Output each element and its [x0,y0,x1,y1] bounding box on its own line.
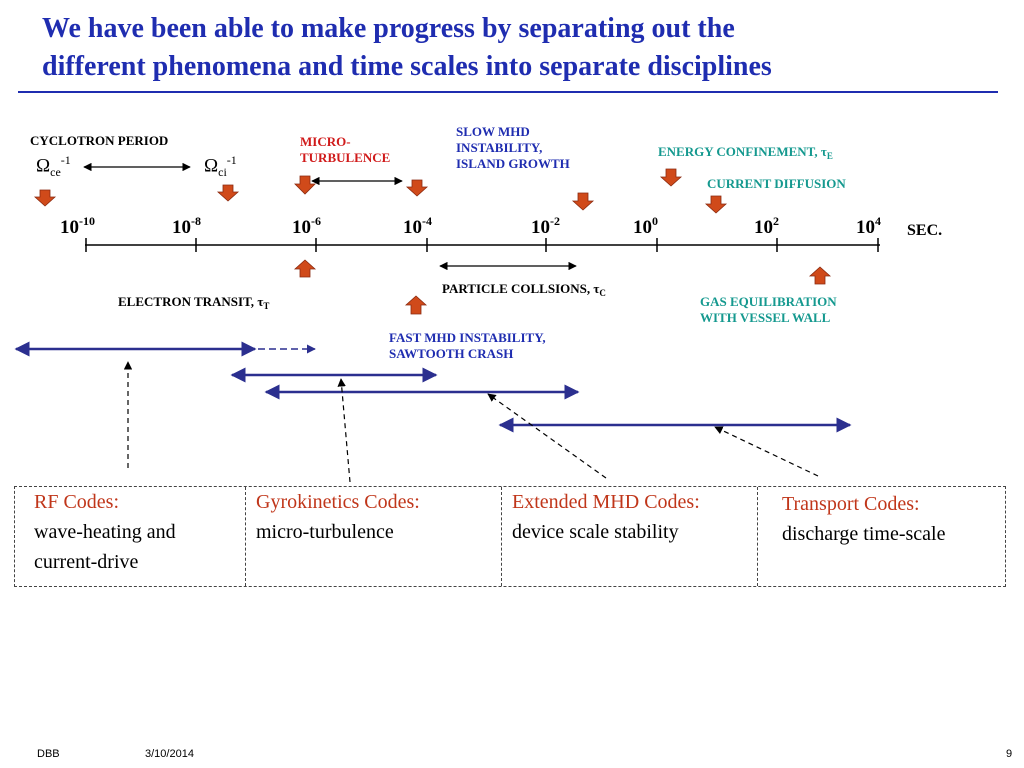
title-line-2: different phenomena and time scales into… [42,51,772,82]
label-omega-ce: Ωce-1 [36,153,71,180]
label-cyclotron-period: CYCLOTRON PERIOD [30,133,169,148]
tick-label-1e-10: 10-10 [60,214,95,238]
gyrokinetics-connector [337,378,351,483]
up-arrow-fast-mhd [404,295,428,315]
up-arrow-electron-transit [293,259,317,278]
up-arrow-gas-equilibration [808,266,832,285]
down-arrow-omega-ce [33,189,57,207]
codes-cell-gyrokinetics: Gyrokinetics Codes: micro-turbulence [245,487,501,586]
label-fast-mhd: FAST MHD INSTABILITY,SAWTOOTH CRASH [389,330,546,361]
codes-text-extended-mhd: device scale stability [512,521,679,543]
tick-label-1e-4: 10-4 [403,214,432,238]
codes-heading-transport: Transport Codes: [782,493,920,515]
codes-table: RF Codes: wave-heating and current-drive… [14,486,1006,587]
footer-author: DBB [37,748,60,760]
slide-title: We have been able to make progress by se… [42,10,1002,86]
down-arrow-microturbulence-left [294,175,316,195]
down-arrow-microturbulence-right [405,179,429,197]
label-electron-transit: ELECTRON TRANSIT, τT [118,294,270,311]
label-omega-ci: Ωci-1 [204,153,237,180]
label-current-diffusion: CURRENT DIFFUSION [707,176,846,191]
axis-tick-marks [85,238,879,252]
codes-text-gyrokinetics: micro-turbulence [256,521,394,543]
label-energy-confinement: ENERGY CONFINEMENT, τE [658,144,833,161]
tick-label-1e4: 104 [856,214,881,238]
transport-connector [714,426,819,477]
codes-text-transport: discharge time-scale [782,523,946,545]
codes-cell-transport: Transport Codes: discharge time-scale [757,487,1005,586]
codes-cell-rf: RF Codes: wave-heating and current-drive [15,487,245,586]
tick-label-1e-2: 10-2 [531,214,560,238]
title-underline [18,91,998,93]
codes-text-rf-2: current-drive [34,551,139,573]
codes-text-rf-1: wave-heating and [34,521,176,543]
codes-heading-extended-mhd: Extended MHD Codes: [512,491,700,513]
axis-unit-label: SEC. [907,222,943,239]
footer-page-number: 9 [1006,748,1013,760]
down-arrow-energy-confinement [659,168,683,187]
title-line-1: We have been able to make progress by se… [42,13,735,44]
tick-label-1e-8: 10-8 [172,214,201,238]
down-arrow-current-diffusion [704,195,728,214]
footer-date: 3/10/2014 [145,748,194,760]
tick-label-1e2: 102 [754,214,779,238]
tick-label-1e0: 100 [633,214,658,238]
codes-heading-gyrokinetics: Gyrokinetics Codes: [256,491,420,513]
down-arrow-omega-ci [216,184,240,202]
down-arrow-slow-mhd [571,192,595,211]
tick-label-1e-6: 10-6 [292,214,321,238]
codes-cell-extended-mhd: Extended MHD Codes: device scale stabili… [501,487,757,586]
label-microturbulence: MICRO-TURBULENCE [300,134,391,165]
extended-mhd-connector [487,393,607,479]
codes-heading-rf: RF Codes: [34,491,120,513]
label-particle-collisions: PARTICLE COLLSIONS, τC [442,281,606,298]
